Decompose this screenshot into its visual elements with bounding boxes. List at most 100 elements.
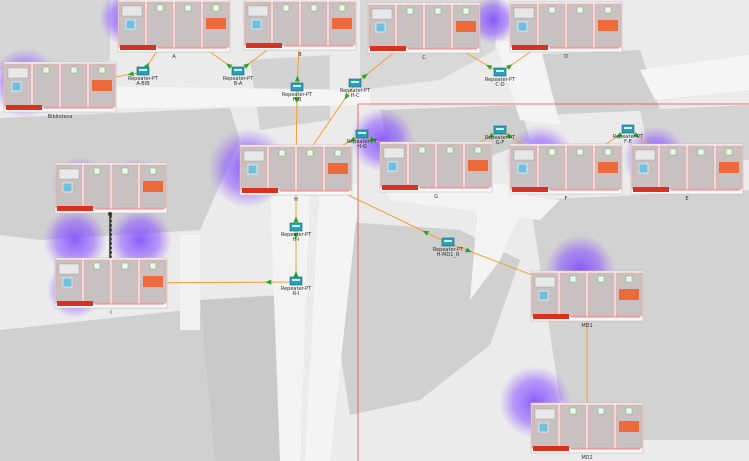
building-bib[interactable]: Biblioteca <box>3 61 117 120</box>
building-f[interactable]: F <box>509 143 623 202</box>
module-status-icon <box>338 4 346 12</box>
window-icon <box>538 290 549 301</box>
road <box>640 55 749 100</box>
module-status-icon <box>156 4 164 12</box>
building-base <box>533 314 569 319</box>
module-status-icon <box>282 4 290 12</box>
building-d[interactable]: D <box>509 1 623 60</box>
module-status-icon <box>278 149 286 157</box>
repeater-icon-detail <box>234 69 242 71</box>
module-status-icon <box>446 146 454 154</box>
module-status-icon <box>184 4 192 12</box>
link-direction-arrow <box>506 133 513 139</box>
building-h[interactable]: H <box>239 144 353 203</box>
block <box>200 295 290 461</box>
link-direction-arrow <box>486 64 493 70</box>
module-status-icon <box>70 66 78 74</box>
module-status-icon <box>462 7 470 15</box>
window-icon <box>638 163 649 174</box>
module-status-icon <box>548 6 556 14</box>
module-status-icon <box>604 148 612 156</box>
building-md1[interactable]: MD1 <box>530 270 644 329</box>
module-status-icon <box>604 6 612 14</box>
building-label: F <box>565 196 568 202</box>
building-c[interactable]: C <box>367 2 481 61</box>
link-direction-arrow <box>293 270 299 277</box>
building-base <box>57 301 93 306</box>
building-md2[interactable]: MD2 <box>530 402 644 461</box>
accent-tile <box>456 21 476 32</box>
link-direction-arrow <box>127 71 134 77</box>
module-status-icon <box>93 262 101 270</box>
link-direction-arrow <box>344 93 350 100</box>
building-sign <box>247 5 269 17</box>
window-icon <box>517 163 528 174</box>
link-direction-arrow <box>616 132 623 138</box>
window-icon <box>125 19 136 30</box>
module-status-icon <box>597 275 605 283</box>
link-direction-arrow <box>225 63 233 69</box>
module-status-icon <box>418 146 426 154</box>
building-g[interactable]: G <box>379 141 493 200</box>
building-sign <box>58 168 80 180</box>
link-direction-arrow <box>465 247 472 253</box>
building-base <box>6 105 42 110</box>
link-direction-arrow <box>243 63 250 69</box>
link-direction-arrow <box>506 64 513 70</box>
building-module <box>146 1 174 48</box>
window-icon <box>517 21 528 32</box>
road <box>270 190 310 461</box>
link-direction-arrow <box>422 230 429 236</box>
accent-tile <box>598 20 618 31</box>
building-b[interactable]: B <box>243 0 357 58</box>
module-status-icon <box>725 148 733 156</box>
accent-tile <box>598 162 618 173</box>
module-status-icon <box>121 167 129 175</box>
module-status-icon <box>569 275 577 283</box>
antenna-icon <box>108 212 112 258</box>
building-i[interactable]: I <box>54 257 168 316</box>
window-icon <box>375 22 386 33</box>
repeater-icon-detail <box>293 85 301 87</box>
building-j[interactable] <box>54 162 168 214</box>
accent-tile <box>619 421 639 432</box>
building-e[interactable]: E <box>630 143 744 202</box>
building-base <box>246 43 282 48</box>
block <box>320 220 520 415</box>
repeater-icon-detail <box>496 128 504 130</box>
module-status-icon <box>576 6 584 14</box>
repeater-icon-detail <box>292 279 300 281</box>
road <box>470 180 530 300</box>
building-label: A <box>172 54 176 60</box>
building-sign <box>243 150 265 162</box>
module-status-icon <box>625 275 633 283</box>
building-a[interactable]: A <box>117 0 231 60</box>
building-label: MD2 <box>581 455 592 461</box>
link-direction-arrow <box>487 132 495 138</box>
building-base <box>512 45 548 50</box>
building-label: G <box>434 194 438 200</box>
module-status-icon <box>669 148 677 156</box>
building-sign <box>513 7 535 19</box>
building-base <box>57 206 93 211</box>
building-module <box>83 259 111 304</box>
building-sign <box>121 5 143 17</box>
